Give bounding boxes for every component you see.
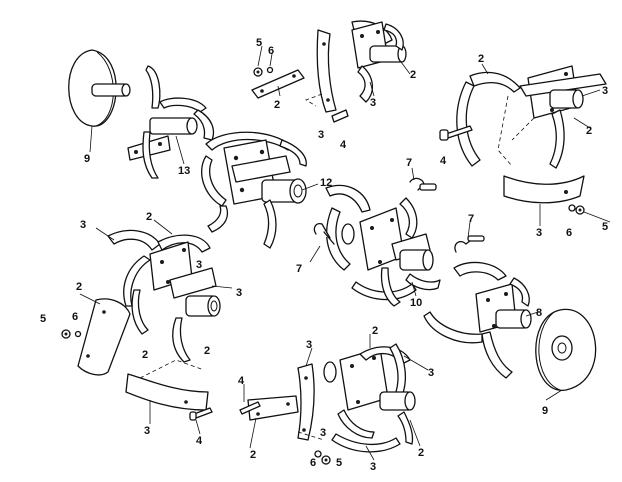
callout-label: 5 xyxy=(602,221,608,233)
rotor-assembly-13 xyxy=(127,65,215,179)
rotor-section-left-middle xyxy=(107,229,221,363)
tine-strip-left xyxy=(61,298,131,376)
tine-strip-lower-left xyxy=(125,359,213,421)
callout-label: 10 xyxy=(410,297,422,309)
callout-label: 3 xyxy=(306,339,312,351)
callout-label: 2 xyxy=(274,99,280,111)
hardware-top-center xyxy=(251,66,305,99)
side-disc-right xyxy=(535,308,597,391)
pin-7-right xyxy=(454,235,485,253)
callout-label: 3 xyxy=(428,367,434,379)
callout-label: 3 xyxy=(196,259,202,271)
callout-label: 2 xyxy=(372,325,378,337)
callout-label: 2 xyxy=(204,345,210,357)
tine-strip-right xyxy=(503,175,585,215)
callout-label: 3 xyxy=(602,85,608,97)
callout-label: 7 xyxy=(406,157,412,169)
callout-label: 2 xyxy=(146,211,152,223)
callout-label: 6 xyxy=(310,457,316,469)
pin-7-left xyxy=(313,222,335,245)
callout-label: 3 xyxy=(144,425,150,437)
callout-label: 9 xyxy=(84,153,90,165)
callout-label: 9 xyxy=(542,405,548,417)
callout-label: 2 xyxy=(418,447,424,459)
callout-label: 4 xyxy=(196,435,203,447)
callout-label: 5 xyxy=(336,457,342,469)
rotor-section-bottom xyxy=(239,343,416,465)
callout-label: 3 xyxy=(370,97,376,109)
callout-label: 4 xyxy=(340,139,347,151)
pin-7-top xyxy=(409,177,437,191)
callout-label: 4 xyxy=(440,155,447,167)
callout-label: 2 xyxy=(76,281,82,293)
callout-label: 5 xyxy=(256,37,262,49)
rotor-assembly-8 xyxy=(423,261,532,379)
callout-label: 6 xyxy=(72,311,78,323)
rotor-assembly-12 xyxy=(201,131,307,249)
callout-label: 13 xyxy=(178,165,190,177)
leader-lines xyxy=(79,45,611,461)
callout-label: 3 xyxy=(80,219,86,231)
callout-label: 7 xyxy=(296,263,302,275)
callout-labels: 5 6 2 2 3 3 4 9 13 12 2 3 2 4 7 3 6 5 7 … xyxy=(40,37,608,473)
callout-label: 3 xyxy=(370,461,376,473)
rotor-assembly-10 xyxy=(325,184,441,307)
callout-label: 2 xyxy=(250,449,256,461)
callout-label: 8 xyxy=(536,307,542,319)
callout-label: 12 xyxy=(320,177,332,189)
callout-label: 3 xyxy=(236,287,242,299)
rotor-section-top xyxy=(305,20,407,123)
callout-label: 6 xyxy=(566,227,572,239)
callout-label: 3 xyxy=(320,427,326,439)
callout-label: 2 xyxy=(142,349,148,361)
rotor-section-top-right xyxy=(456,65,607,169)
callout-label: 5 xyxy=(40,313,46,325)
callout-label: 2 xyxy=(410,69,416,81)
callout-label: 2 xyxy=(478,53,484,65)
callout-label: 3 xyxy=(318,129,324,141)
callout-label: 4 xyxy=(238,375,245,387)
callout-label: 2 xyxy=(586,125,592,137)
callout-label: 7 xyxy=(468,213,474,225)
side-disc-left xyxy=(68,49,131,127)
callout-label: 3 xyxy=(536,227,542,239)
bolt-right-upper xyxy=(439,125,473,141)
callout-label: 6 xyxy=(268,45,274,57)
